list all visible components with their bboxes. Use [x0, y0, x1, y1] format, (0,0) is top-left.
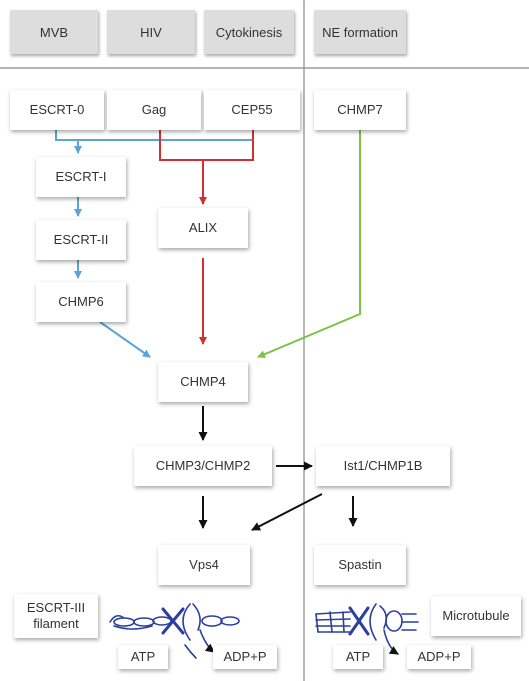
- core-pathway-arrows: [198, 406, 358, 531]
- header-hiv: HIV: [107, 10, 195, 54]
- node-alix: ALIX: [158, 208, 248, 248]
- node-chmp3-chmp2: CHMP3/CHMP2: [134, 446, 272, 486]
- node-gag: Gag: [107, 90, 201, 130]
- escrt3-filament-sketch: [109, 603, 240, 659]
- node-chmp6: CHMP6: [36, 282, 126, 322]
- chmp7-pathway-arrow: [257, 130, 361, 358]
- header-mvb: MVB: [10, 10, 98, 54]
- label-atp-left: ATP: [118, 645, 168, 669]
- label-escrt3-filament: ESCRT-III filament: [14, 594, 98, 638]
- escrt3-filament-line1: ESCRT-III: [26, 600, 86, 615]
- node-escrt-i: ESCRT-I: [36, 157, 126, 197]
- microtubule-sketch: [315, 603, 419, 657]
- node-cep55: CEP55: [204, 90, 300, 130]
- escrt3-filament-line2: filament: [33, 616, 79, 631]
- node-spastin: Spastin: [314, 545, 406, 585]
- header-cytokinesis: Cytokinesis: [204, 10, 294, 54]
- node-escrt-0: ESCRT-0: [10, 90, 104, 130]
- label-adp-left: ADP+P: [213, 645, 277, 669]
- label-microtubule: Microtubule: [431, 596, 521, 636]
- node-chmp7: CHMP7: [314, 90, 406, 130]
- alix-pathway-arrows: [159, 130, 254, 345]
- header-ne-formation: NE formation: [314, 10, 406, 54]
- label-atp-right: ATP: [333, 645, 383, 669]
- node-escrt-ii: ESCRT-II: [36, 220, 126, 260]
- node-chmp4: CHMP4: [158, 362, 248, 402]
- label-adp-right: ADP+P: [407, 645, 471, 669]
- node-vps4: Vps4: [158, 545, 250, 585]
- node-ist1-chmp1b: Ist1/CHMP1B: [316, 446, 450, 486]
